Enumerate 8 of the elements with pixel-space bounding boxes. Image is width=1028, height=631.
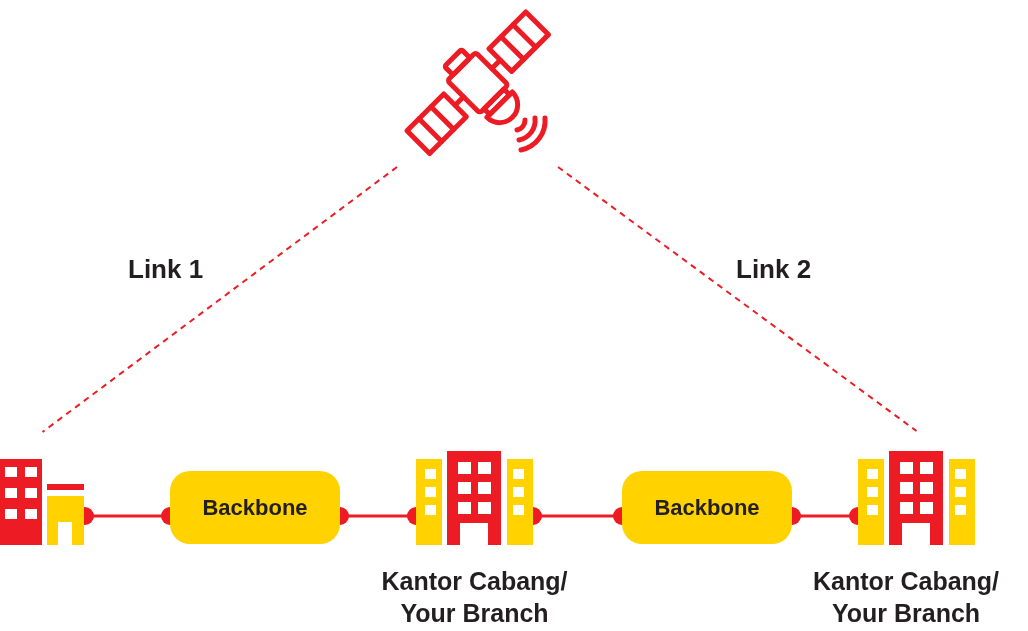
backbone-box: Backbone xyxy=(170,471,340,544)
backbone-box: Backbone xyxy=(622,471,792,544)
branch-caption: Kantor Cabang/ Your Branch xyxy=(811,566,1001,629)
dashed-link-line xyxy=(41,166,398,433)
edge-label: Link 1 xyxy=(128,256,204,282)
dashed-link-line xyxy=(557,166,918,432)
branch-caption: Kantor Cabang/ Your Branch xyxy=(380,566,569,629)
edge-label: Link 2 xyxy=(736,256,812,282)
